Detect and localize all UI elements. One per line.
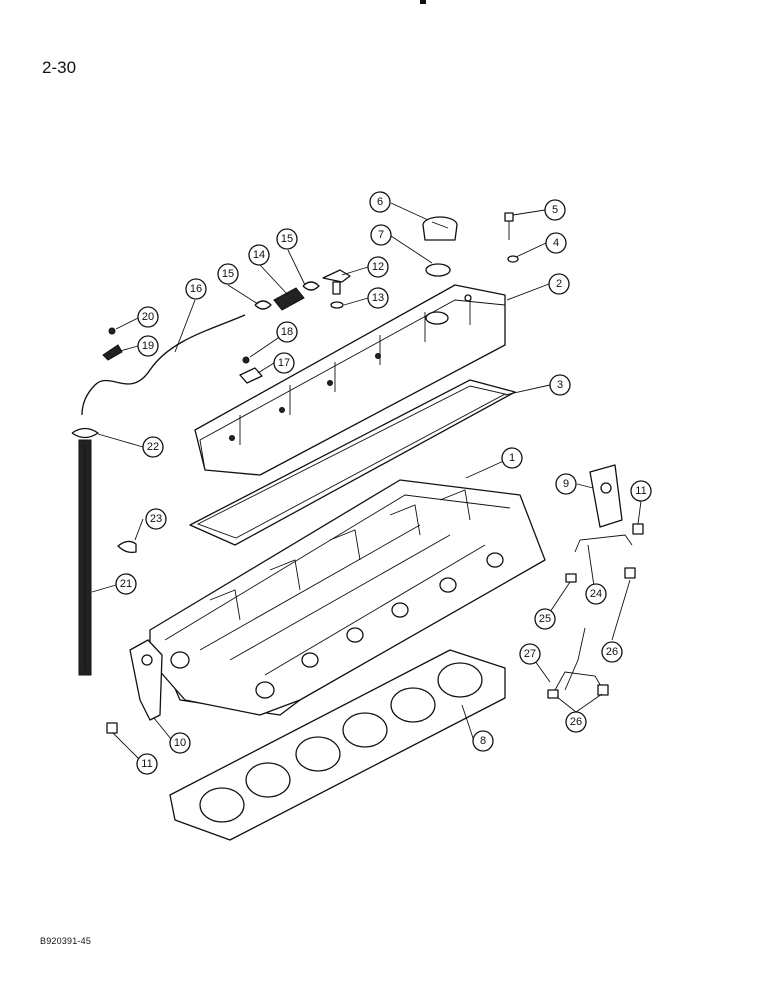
callout-20-label: 20 xyxy=(142,311,154,323)
callout-2: 2 xyxy=(548,273,570,295)
callout-19: 19 xyxy=(137,335,159,357)
callout-16-label: 16 xyxy=(190,283,202,295)
bracket-screw xyxy=(108,327,116,335)
callout-27: 27 xyxy=(519,643,541,665)
hose-clamp-a xyxy=(254,300,272,310)
callout-7-label: 7 xyxy=(378,229,384,241)
callout-8-label: 8 xyxy=(480,735,486,747)
callout-15-left-label: 15 xyxy=(222,268,234,280)
callout-27-label: 27 xyxy=(524,648,536,660)
callout-11-front-label: 11 xyxy=(635,485,646,497)
callout-24-label: 24 xyxy=(590,588,602,600)
fuel-line-upper xyxy=(565,534,636,583)
callout-11-rear: 11 xyxy=(136,753,158,775)
fuel-line-lower xyxy=(547,671,609,699)
callout-4-label: 4 xyxy=(553,237,559,249)
callout-15-right-label: 15 xyxy=(281,233,293,245)
callout-14: 14 xyxy=(248,244,270,266)
callout-22-label: 22 xyxy=(147,441,159,453)
valve-cover xyxy=(194,284,506,476)
callout-7: 7 xyxy=(370,224,392,246)
callout-23: 23 xyxy=(145,508,167,530)
breather-hose-inner xyxy=(81,314,246,416)
hose-clamp-b xyxy=(302,281,320,291)
fuel-line-long xyxy=(564,627,586,691)
clip xyxy=(239,367,263,384)
callout-3: 3 xyxy=(549,374,571,396)
callout-26-upper: 26 xyxy=(601,641,623,663)
callout-12: 12 xyxy=(367,256,389,278)
callout-16: 16 xyxy=(185,278,207,300)
filler-cap xyxy=(422,216,458,241)
callout-17: 17 xyxy=(273,352,295,374)
head-gasket xyxy=(169,649,506,841)
callout-19-label: 19 xyxy=(142,340,154,352)
callout-11-front: 11 xyxy=(630,480,652,502)
hose-connector xyxy=(273,287,305,311)
callout-24: 24 xyxy=(585,583,607,605)
page-number: 2-30 xyxy=(42,58,77,77)
tube-clamp xyxy=(71,427,99,439)
cap-seal xyxy=(425,263,451,277)
top-edge-mark xyxy=(420,0,426,4)
callout-25-label: 25 xyxy=(539,613,551,625)
callout-17-label: 17 xyxy=(278,357,290,369)
callout-18-label: 18 xyxy=(281,326,293,338)
callout-26-upper-label: 26 xyxy=(606,646,618,658)
callout-6: 6 xyxy=(369,191,391,213)
callout-1: 1 xyxy=(501,447,523,469)
breather-fitting xyxy=(322,269,351,295)
valve-cover-gasket xyxy=(189,379,516,546)
callout-12-label: 12 xyxy=(372,261,384,273)
callout-22: 22 xyxy=(142,436,164,458)
callout-2-label: 2 xyxy=(556,278,562,290)
callout-5: 5 xyxy=(544,199,566,221)
clip-screw xyxy=(242,356,250,364)
tube-clamp-lower xyxy=(117,540,137,554)
bracket-clip xyxy=(102,344,123,361)
callout-15-left: 15 xyxy=(217,263,239,285)
callout-10-label: 10 xyxy=(174,737,186,749)
bracket-bolt-front xyxy=(632,523,644,535)
lift-bracket-front xyxy=(589,464,623,528)
callout-26-lower: 26 xyxy=(565,711,587,733)
callout-3-label: 3 xyxy=(557,379,563,391)
callout-26-lower-label: 26 xyxy=(570,716,582,728)
callout-13: 13 xyxy=(367,287,389,309)
lift-bracket-rear-hole xyxy=(141,654,153,666)
bolt-washer xyxy=(507,255,519,263)
lift-bracket-rear xyxy=(129,639,163,721)
bracket-bolt-rear xyxy=(106,722,118,734)
callout-20: 20 xyxy=(137,306,159,328)
callout-21-label: 21 xyxy=(120,578,132,590)
drain-tube xyxy=(78,439,92,676)
callout-6-label: 6 xyxy=(377,196,383,208)
callout-10: 10 xyxy=(169,732,191,754)
cylinder-head xyxy=(149,479,546,716)
figure-code: B920391-45 xyxy=(40,936,92,946)
callout-5-label: 5 xyxy=(552,204,558,216)
lift-bracket-front-hole xyxy=(600,482,612,494)
callout-4: 4 xyxy=(545,232,567,254)
callout-25: 25 xyxy=(534,608,556,630)
callout-13-label: 13 xyxy=(372,292,384,304)
cover-bolt xyxy=(504,212,514,240)
callout-9-label: 9 xyxy=(563,478,569,490)
callout-21: 21 xyxy=(115,573,137,595)
callout-9: 9 xyxy=(555,473,577,495)
callout-11-rear-label: 11 xyxy=(141,758,152,770)
callout-15-right: 15 xyxy=(276,228,298,250)
callout-1-label: 1 xyxy=(509,452,515,464)
callout-8: 8 xyxy=(472,730,494,752)
callout-14-label: 14 xyxy=(253,249,265,261)
fitting-o-ring xyxy=(330,301,344,309)
callout-23-label: 23 xyxy=(150,513,162,525)
callout-18: 18 xyxy=(276,321,298,343)
